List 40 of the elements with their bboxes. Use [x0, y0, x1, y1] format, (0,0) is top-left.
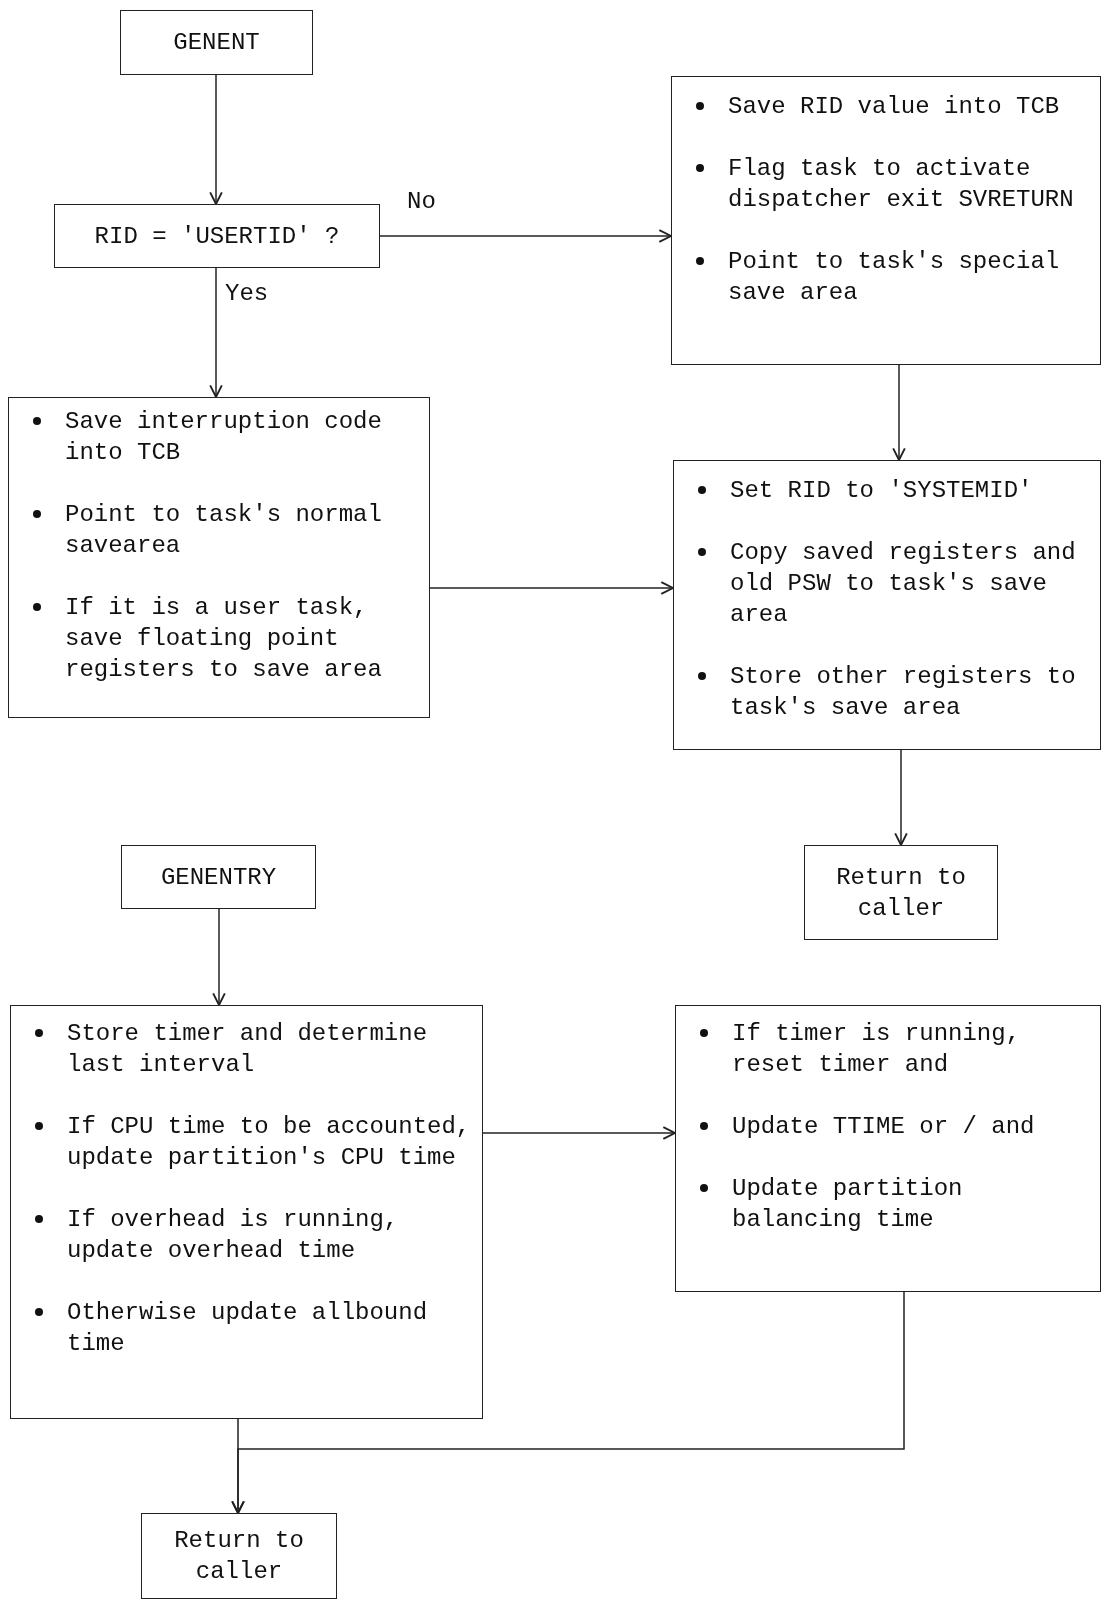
arrow: [231, 1291, 905, 1514]
arrow: [209, 74, 223, 205]
terminal-box: [141, 1513, 337, 1599]
bullet-text: Copy saved registers and old PSW to task's save area: [730, 539, 1076, 628]
terminal-box: [54, 204, 380, 268]
bullet-text: If CPU time to be accounted, update partition's CPU time: [67, 1113, 471, 1171]
bullet-text: If it is a user task, save floating point registers to save area: [65, 594, 382, 683]
arrow: [379, 229, 672, 243]
arrow: [209, 267, 223, 398]
box-label: GENENT: [173, 28, 260, 58]
box-label: Return to caller: [835, 862, 967, 924]
arrow: [429, 581, 674, 595]
bullet-text: Store timer and determine last interval: [67, 1020, 428, 1078]
bullet-text: Set RID to 'SYSTEMID': [730, 477, 1033, 504]
box-label: RID = 'USERTID' ?: [94, 221, 340, 252]
bullet-text: Update partition balancing time: [732, 1175, 963, 1233]
arrow: [892, 364, 906, 461]
terminal-box: [121, 845, 316, 909]
arrow: [212, 908, 226, 1006]
bullet-text: Update TTIME or / and: [732, 1113, 1035, 1140]
terminal-box: [804, 845, 998, 940]
bullet-text: If timer is running, reset timer and: [732, 1020, 1021, 1078]
bullet-text: Save interruption code into TCB: [65, 408, 382, 466]
process-box: [673, 460, 1101, 750]
arrow: [894, 749, 908, 846]
bullet-text: Flag task to activate dispatcher exit SVRETURN: [728, 155, 1074, 213]
process-box: [675, 1005, 1101, 1292]
bullet-text: Save RID value into TCB: [728, 93, 1060, 120]
box-label: Return to caller: [173, 1526, 305, 1587]
bullet-text: Store other registers to task's save area: [730, 663, 1076, 721]
bullet-text: Point to task's special save area: [728, 248, 1060, 306]
bullet-text: If overhead is running, update overhead time: [67, 1206, 399, 1264]
bullet-text: Otherwise update allbound time: [67, 1299, 428, 1357]
process-box: [10, 1005, 483, 1419]
bullet-text: Point to task's normal savearea: [65, 501, 382, 559]
process-box: [671, 76, 1101, 365]
box-label: GENENTRY: [160, 862, 277, 893]
process-box: [8, 397, 430, 718]
terminal-box: [120, 10, 313, 75]
arrow: [482, 1126, 676, 1140]
